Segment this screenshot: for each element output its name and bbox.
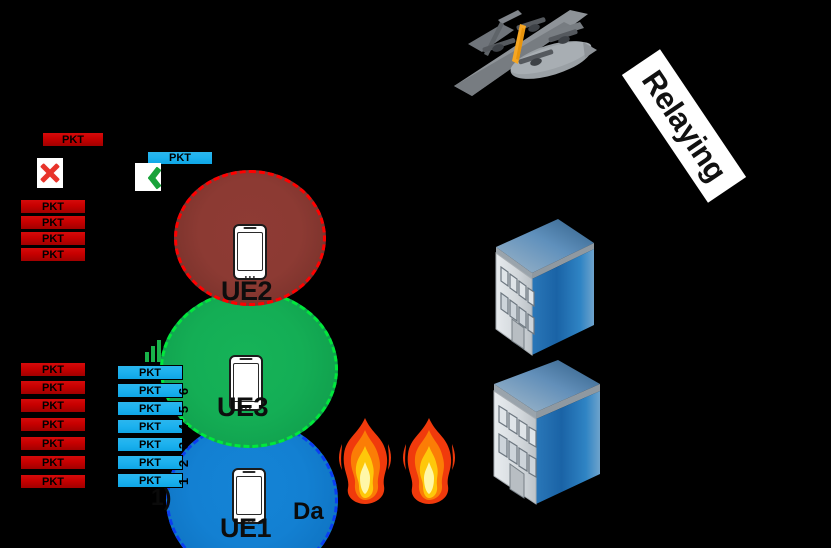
uav-drone-icon <box>454 10 597 96</box>
node-label-ue2: UE2 <box>221 276 273 306</box>
packet-index: 3 <box>176 441 192 450</box>
packet-item: PKT <box>117 437 183 452</box>
packet-item: PKT <box>20 247 86 262</box>
relaying-label: Relaying <box>621 49 747 203</box>
packet-item: PKT <box>20 215 86 230</box>
smartphone-icon-ue1 <box>232 468 266 524</box>
packet-item: PKT <box>20 474 86 489</box>
packet-item: PKT <box>20 398 86 413</box>
index-label-truncated: 1) <box>151 484 172 510</box>
packet-item: PKT <box>20 455 86 470</box>
packet-item: PKT <box>20 362 86 377</box>
packet-blue-delivered: PKT <box>147 151 213 165</box>
packet-index: 1 <box>176 477 192 486</box>
packet-item: PKT <box>117 365 183 380</box>
coverage-area-ue2 <box>174 170 326 306</box>
packet-item: PKT <box>117 419 183 434</box>
office-building-icon <box>495 219 594 356</box>
smartphone-icon-ue2 <box>233 224 267 280</box>
packet-item: PKT <box>117 473 183 488</box>
packet-index: 4 <box>176 423 192 432</box>
fire-icon <box>403 418 455 504</box>
coverage-ring-ue2 <box>174 170 326 306</box>
packet-item: PKT <box>20 417 86 432</box>
packet-index: 5 <box>176 405 192 414</box>
packet-index: 6 <box>176 387 192 396</box>
packet-item: PKT <box>117 401 183 416</box>
packet-item: PKT <box>20 199 86 214</box>
smartphone-icon-ue3 <box>229 355 263 411</box>
packet-item: PKT <box>20 380 86 395</box>
node-label-ue1: UE1 <box>220 513 272 543</box>
green-chevron-icon <box>135 163 161 191</box>
packet-item: PKT <box>20 231 86 246</box>
packet-item: PKT <box>117 455 183 470</box>
packet-item: PKT <box>20 436 86 451</box>
office-building-icon <box>493 360 600 505</box>
packet-index: 2 <box>176 459 192 468</box>
data-label-truncated: Da <box>293 498 324 525</box>
signal-bars-icon <box>145 340 161 362</box>
packet-item: PKT <box>117 383 183 398</box>
node-label-ue3: UE3 <box>217 392 269 422</box>
relaying-text: Relaying <box>634 64 734 188</box>
red-x-icon <box>37 158 63 188</box>
fire-icon <box>339 418 391 504</box>
packet-red-dropped: PKT <box>42 132 104 147</box>
